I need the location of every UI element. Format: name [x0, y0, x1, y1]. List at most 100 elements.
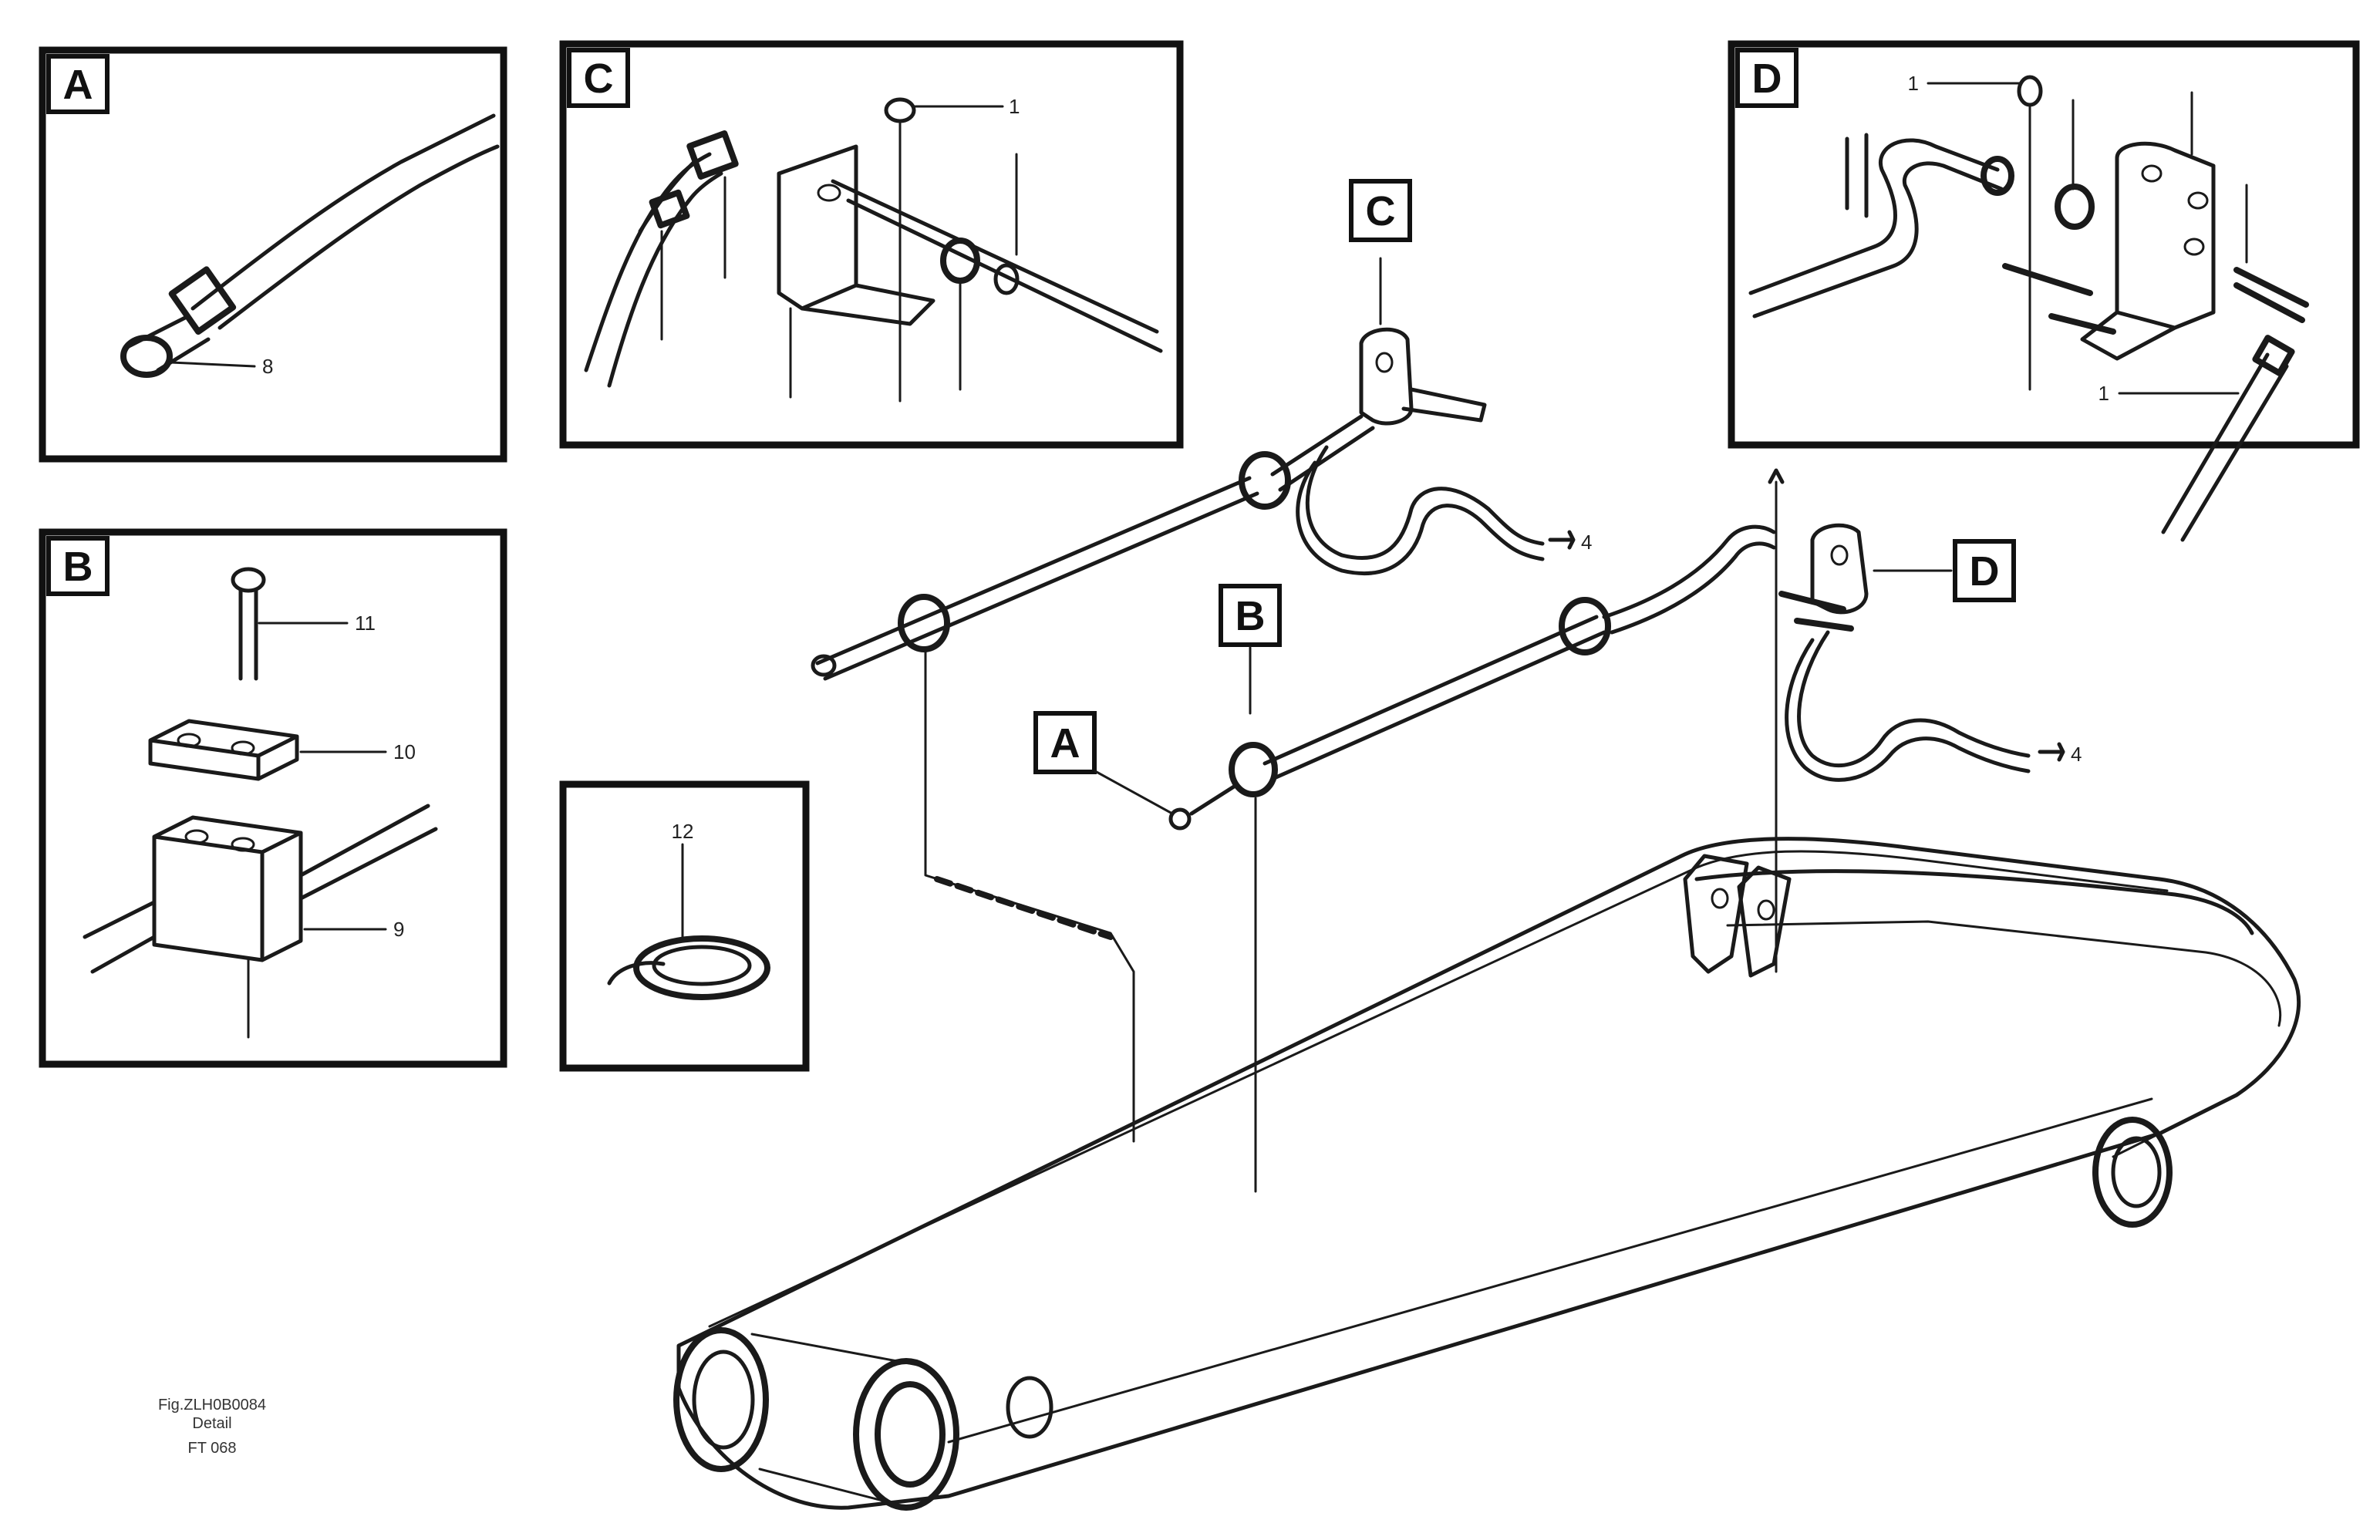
callout-4-lower: 4	[2071, 743, 2082, 766]
tag-a-label: A	[1050, 720, 1080, 767]
lower-pipe-end-cap	[1168, 807, 1192, 831]
detail-c-fitting-2	[649, 189, 690, 229]
detail-d-tag: D	[1752, 56, 1782, 102]
detail-c-fitting-1	[686, 130, 739, 180]
lower-pipe-assembly: 4 D B A	[1033, 468, 2082, 1193]
lower-return-hose-2	[1785, 638, 2031, 782]
boom-front-web	[750, 1333, 919, 1505]
lower-pipe-fitting-rear	[1559, 597, 1611, 655]
callout-9: 9	[393, 918, 404, 941]
lower-pipe-upper	[1602, 524, 1776, 635]
upper-pipe-assembly: 4 C	[811, 179, 1592, 1143]
tag-d-box	[1953, 539, 2016, 602]
detail-panel-c: C 1	[559, 40, 1184, 449]
detail-c-tag-box	[567, 48, 630, 108]
bracket-d-clamps	[1778, 591, 1854, 632]
detail-c-hose-2	[607, 171, 723, 388]
detail-c-hose-3	[638, 160, 696, 234]
boom-tail-pivot-outer	[2092, 1117, 2173, 1228]
upper-pipe	[815, 476, 1259, 681]
boom-top-plate	[1694, 869, 2254, 935]
detail-b-clamp-hole-1	[184, 829, 209, 844]
o-ring-outer	[633, 935, 770, 1000]
boom-front-pivot-right-inner	[875, 1381, 946, 1488]
callout-4-upper: 4	[1581, 531, 1592, 554]
detail-d-lower-fitting	[2252, 335, 2295, 376]
tag-c-label: C	[1366, 188, 1396, 234]
detail-c-washer	[993, 263, 1020, 295]
detail-c-bracket-hole	[817, 184, 841, 202]
callout-11: 11	[355, 612, 376, 635]
detail-a-fitting-body	[125, 315, 211, 372]
boom-front-pivot-left	[673, 1327, 769, 1472]
detail-c-bracket	[777, 144, 935, 326]
tag-a-leader	[1094, 770, 1174, 815]
tag-a-box	[1033, 711, 1097, 774]
upper-pipe-upper	[1270, 414, 1375, 492]
boom-grease-boss	[1006, 1376, 1053, 1439]
boom-top-plate-inner	[1726, 920, 2282, 1027]
boom-outline	[676, 837, 2301, 1510]
detail-a-hose-edge-1	[190, 113, 496, 311]
detail-a-hose-edge-2	[217, 144, 500, 330]
bracket-d	[1810, 523, 1869, 615]
detail-d-nut-1	[2055, 184, 2095, 230]
bracket-d-hole	[1830, 544, 1849, 566]
detail-b-bolt-shank	[238, 588, 258, 681]
detail-b-plate-hole-2	[231, 740, 255, 756]
detail-a-tag-box	[46, 54, 110, 114]
o-ring-panel: 12	[559, 780, 810, 1072]
lower-pipe-fitting-front	[1229, 742, 1278, 797]
detail-d-clamp-pieces	[2002, 263, 2116, 335]
boom-ear-hole-2	[1757, 899, 1775, 921]
boom-front-pivot-right	[853, 1358, 959, 1511]
upper-return-hose	[1305, 445, 1545, 561]
detail-d-right-fitting	[2233, 267, 2309, 323]
detail-b-tubes	[83, 804, 438, 974]
detail-panel-b: B 11 10 9	[39, 528, 507, 1068]
callout-d-side: 1	[2099, 382, 2109, 405]
detail-d-hose-2	[1752, 161, 2004, 318]
detail-b-bolt-head	[231, 567, 266, 593]
lower-bolt-tip	[1768, 468, 1785, 484]
boom-assembly	[673, 837, 2301, 1511]
lower-pipe	[1262, 615, 1606, 781]
detail-d-hole-3	[2183, 238, 2205, 256]
detail-b-plate-hole-1	[177, 733, 201, 748]
upper-pipe-route-dashed	[934, 876, 1114, 940]
detail-c-tag: C	[584, 56, 614, 102]
o-ring-tail	[607, 961, 666, 986]
lower-return-hose	[1797, 630, 2031, 768]
callout-8: 8	[262, 355, 273, 378]
bracket-c-clamp	[1401, 387, 1487, 423]
lower-pipe-stub	[1189, 784, 1236, 816]
detail-d-tag-box	[1735, 48, 1798, 108]
callout-12: 12	[672, 820, 694, 843]
boom-top-edge	[708, 850, 2169, 1328]
detail-b-tag: B	[63, 544, 93, 590]
boom-ear-2	[1737, 865, 1792, 978]
drawing-code-line-3: FT 068	[188, 1440, 237, 1457]
detail-d-hose-1	[1748, 138, 2000, 295]
tag-c-box	[1349, 179, 1412, 242]
drawing-code-line-2: Detail	[192, 1415, 231, 1432]
boom-tail-edge	[2112, 1094, 2238, 1158]
tag-d-label: D	[1970, 548, 2000, 595]
callout-10: 10	[393, 740, 416, 763]
boom-ear-1	[1683, 854, 1749, 974]
boom-bottom-edge	[947, 1097, 2153, 1444]
drawing-code-block: Fig.ZLH0B0084 Detail FT 068	[158, 1397, 266, 1457]
o-ring-inner	[652, 945, 752, 986]
boom-ear-hole-1	[1711, 888, 1729, 909]
detail-a-tag: A	[63, 62, 93, 108]
upper-pipe-end-cap	[811, 654, 837, 677]
detail-d-fitting-1	[1981, 156, 2014, 196]
detail-d-hose-stubs	[1845, 133, 1869, 218]
detail-b-tag-box	[46, 536, 110, 596]
detail-b-clamp-hole-2	[231, 837, 255, 852]
drawing-code-line-1: Fig.ZLH0B0084	[158, 1397, 266, 1414]
detail-d-hole-2	[2187, 191, 2209, 210]
detail-panel-d: D 1 1	[1728, 40, 2360, 542]
callout-c-1: 1	[1009, 95, 1020, 118]
